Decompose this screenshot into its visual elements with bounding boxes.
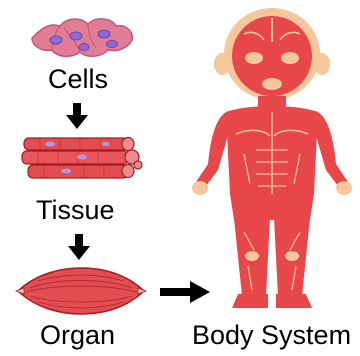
body-system-label: Body System [192, 322, 351, 349]
down-arrow-icon [68, 234, 90, 260]
down-arrow-icon [66, 103, 88, 129]
organ-label: Organ [40, 322, 115, 349]
cells-label: Cells [48, 66, 108, 93]
muscle-fibers-icon [20, 134, 144, 182]
tissue-label: Tissue [36, 197, 115, 224]
human-muscle-body-icon [188, 4, 356, 310]
muscle-organ-icon [16, 266, 146, 316]
cell-cluster-icon [30, 14, 135, 60]
